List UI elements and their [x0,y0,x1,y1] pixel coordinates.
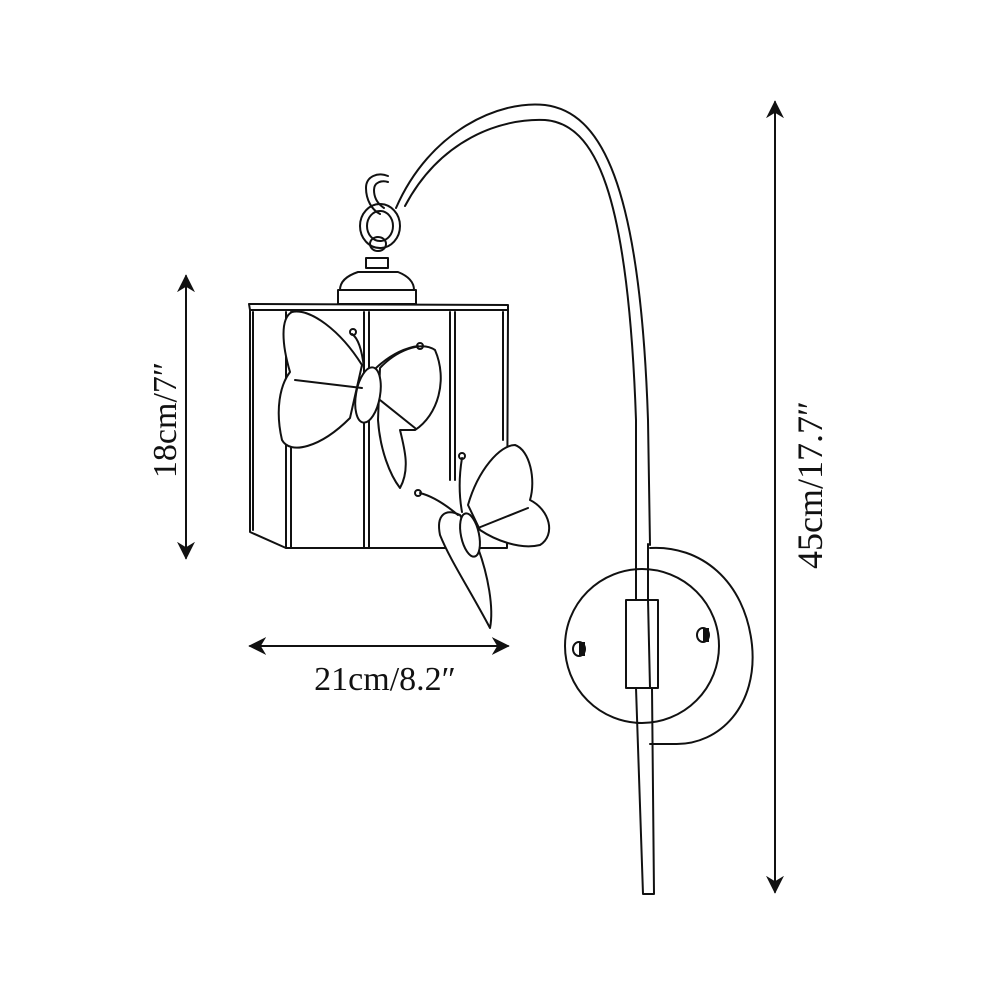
butterfly-large [277,310,442,489]
butterfly-small [414,444,550,629]
arm-bracket [625,599,659,689]
lower-rod [635,543,655,895]
canopy-cap [337,271,417,305]
shade-width-label: 21cm/8.2″ [314,661,456,698]
total-height-label: 45cm/17.7″ [790,401,830,569]
mounting-screws [572,627,710,657]
hook [359,173,401,269]
curved-arm [395,103,651,546]
shade-height-label: 18cm/7″ [147,361,184,479]
